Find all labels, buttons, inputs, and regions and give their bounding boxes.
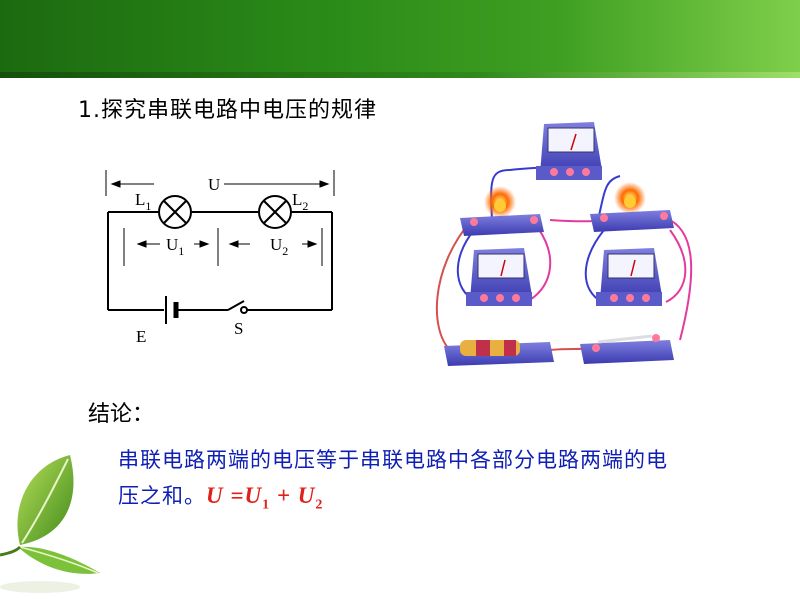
conclusion-label: 结论： [88,402,155,427]
u2-label: U2 [270,235,288,258]
total-voltage-label: U [208,175,220,194]
slide-title: 1.探究串联电路中电压的规律 [78,98,377,123]
conclusion-text: 串联电路两端的电压等于串联电路中各部分电路两端的电压之和。 [118,448,668,508]
switch-illustration [580,334,674,364]
lamp2-label: L2 [292,190,308,213]
lamp2-illustration [590,182,674,232]
u1-label: U1 [166,235,184,258]
lamp-l2-symbol [258,195,292,229]
header-bar [0,0,800,78]
source-label: E [136,327,146,346]
battery-illustration [444,340,554,366]
formula: U =U1 + U2 [206,483,324,513]
lamp-l1-symbol [158,195,192,229]
lamp1-label: L1 [135,190,151,213]
leaf-decoration [0,455,100,593]
voltmeter-top-illustration [536,122,602,180]
apparatus-illustration [435,122,693,366]
lamp1-illustration [460,186,544,236]
circuit-diagram: U L1 L2 U1 U2 E S [105,170,335,346]
switch-label: S [234,319,243,338]
voltmeter-right-illustration [596,248,662,306]
battery-symbol [165,296,179,324]
conclusion-body: 串联电路两端的电压等于串联电路中各部分电路两端的电压之和。U =U1 + U2 [118,442,678,524]
voltmeter-left-illustration [466,248,532,306]
switch-symbol [227,300,248,314]
